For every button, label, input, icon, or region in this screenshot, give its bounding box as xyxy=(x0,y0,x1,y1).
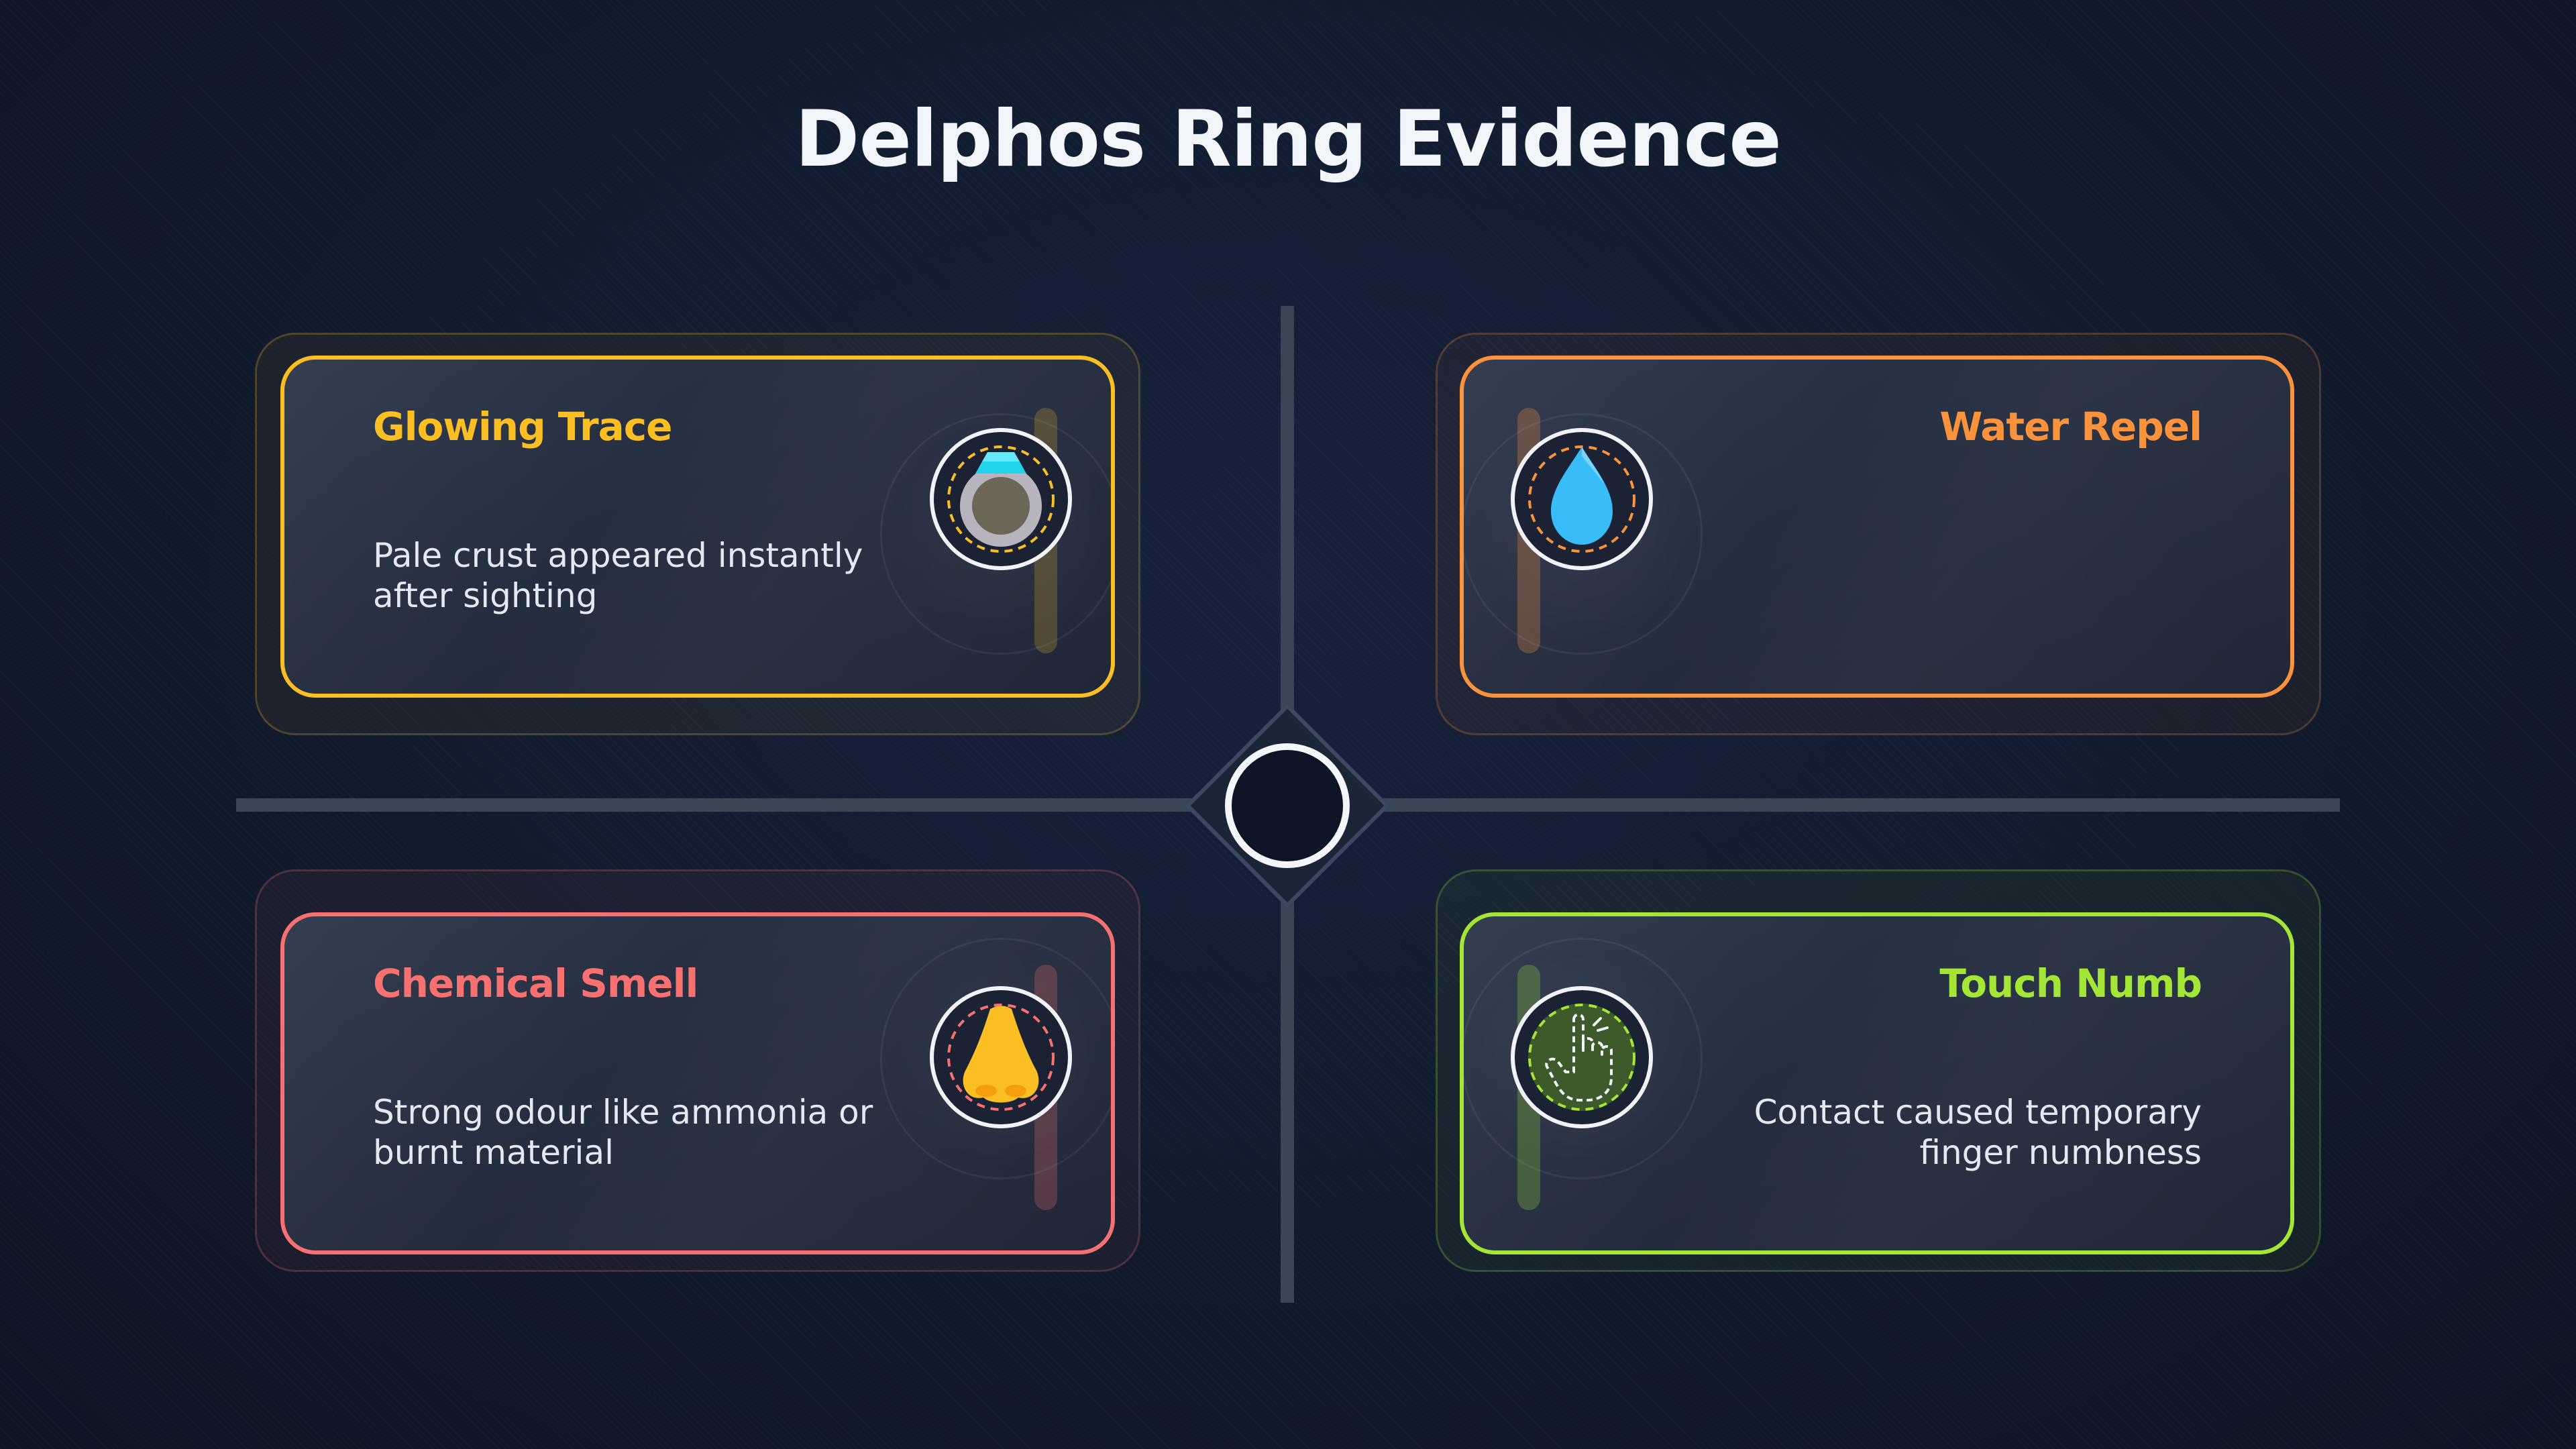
card-title: Touch Numb xyxy=(1939,961,2202,1006)
card-description: Contact caused temporary finger numbness xyxy=(1754,1093,2202,1172)
center-hub xyxy=(1225,743,1350,868)
ring-icon xyxy=(930,428,1072,570)
evidence-card-touch-numb: Touch Numb Contact caused temporary fing… xyxy=(1460,912,2294,1254)
card-description: Strong odour like ammonia or burnt mater… xyxy=(373,1093,873,1172)
card-title: Water Repel xyxy=(1939,404,2202,449)
evidence-card-glowing-trace: Glowing Trace Pale crust appeared instan… xyxy=(280,356,1115,698)
pointing-hand-icon xyxy=(1511,986,1653,1128)
evidence-card-chemical-smell: Chemical Smell Strong odour like ammonia… xyxy=(280,912,1115,1254)
evidence-card-water-repel: Water Repel xyxy=(1460,356,2294,698)
card-title: Glowing Trace xyxy=(373,404,672,449)
water-drop-icon xyxy=(1511,428,1653,570)
page-title: Delphos Ring Evidence xyxy=(795,94,1782,184)
card-description: Pale crust appeared instantly after sigh… xyxy=(373,536,863,615)
card-title: Chemical Smell xyxy=(373,961,698,1006)
nose-icon xyxy=(930,986,1072,1128)
